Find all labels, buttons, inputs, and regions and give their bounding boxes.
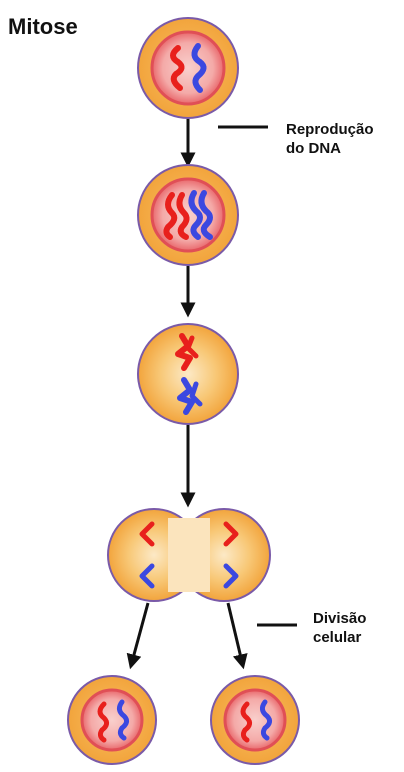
chromosome-icon bbox=[176, 192, 190, 240]
dna-replication-line-1: Reprodução bbox=[286, 121, 374, 138]
chromosome-icon bbox=[198, 190, 213, 240]
chromosome-icon bbox=[163, 192, 178, 240]
chromosome-icon bbox=[175, 333, 193, 371]
chromosome-icon bbox=[259, 699, 273, 741]
chromosome-icon bbox=[223, 563, 239, 589]
chromosome-icon bbox=[97, 701, 110, 743]
chromosome-icon bbox=[139, 521, 155, 547]
chromosome-icon bbox=[185, 335, 199, 359]
cell-dividing bbox=[107, 508, 271, 602]
cell-division-line-2: celular bbox=[313, 629, 362, 646]
cell-metaphase bbox=[137, 323, 239, 425]
diagram-title: Mitose bbox=[8, 14, 78, 39]
chromosome-icon bbox=[191, 43, 207, 93]
chromosome-icon bbox=[170, 45, 185, 91]
chromosome-icon bbox=[240, 701, 253, 743]
cell-division-line-1: Divisão bbox=[313, 610, 367, 627]
cell-interphase bbox=[137, 17, 239, 119]
daughter-cell-left bbox=[67, 675, 157, 765]
chromosome-icon bbox=[116, 699, 130, 741]
dna-replication-line-2: do DNA bbox=[286, 140, 341, 157]
chromosome-icon bbox=[177, 377, 195, 415]
chromosome-icon bbox=[139, 563, 155, 589]
dna-replication-label: Reprodução do DNA bbox=[286, 120, 374, 158]
arrow-down-right-icon bbox=[226, 602, 248, 670]
daughter-cell-right bbox=[210, 675, 300, 765]
cell-division-label: Divisão celular bbox=[313, 609, 366, 647]
arrow-down-left-icon bbox=[126, 602, 150, 670]
chromosome-icon bbox=[188, 190, 203, 240]
chromosome-icon bbox=[189, 381, 203, 407]
chromosome-icon bbox=[223, 521, 239, 547]
cell-replicated-dna bbox=[137, 164, 239, 266]
